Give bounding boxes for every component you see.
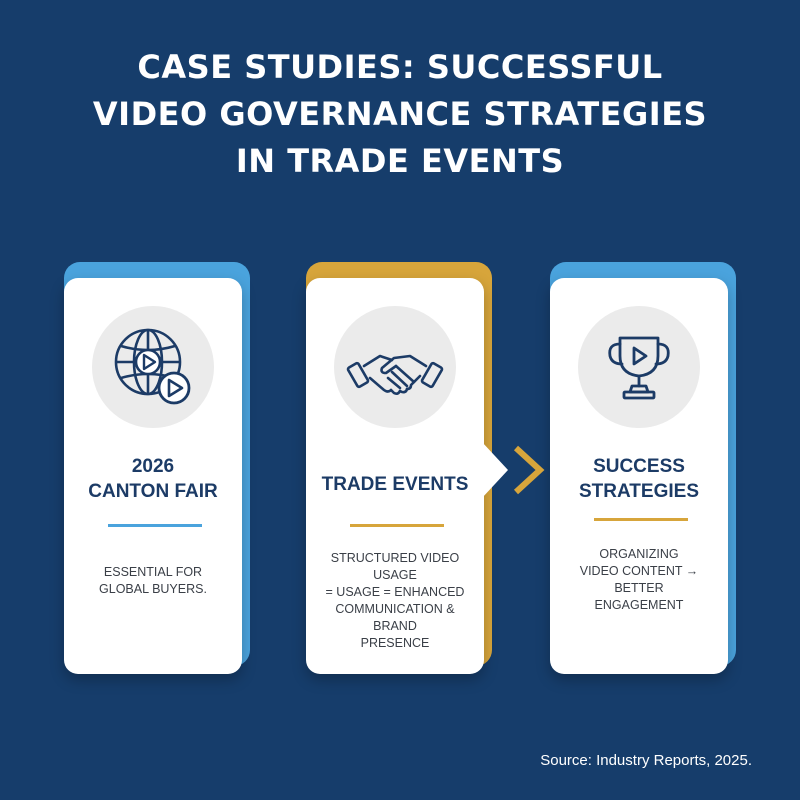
card-description-line: ESSENTIAL FOR xyxy=(103,565,203,579)
card-description-line: COMMUNICATION & BRAND xyxy=(335,602,455,633)
chevron-right-icon xyxy=(513,445,545,495)
card-body: TRADE EVENTS STRUCTURED VIDEO USAGE = US… xyxy=(306,278,484,674)
source-note: Source: Industry Reports, 2025. xyxy=(540,752,752,769)
card-title-line: 2026 xyxy=(131,456,175,477)
card-body: 2026 CANTON FAIR ESSENTIAL FOR GLOBAL BU… xyxy=(64,278,242,674)
card-description: ESSENTIAL FOR GLOBAL BUYERS. xyxy=(70,564,236,598)
card-description-line: BETTER xyxy=(614,581,664,595)
globe-play-icon xyxy=(114,328,191,405)
card-success-strategies: SUCCESS STRATEGIES ORGANIZING VIDEO CONT… xyxy=(550,262,736,682)
title-line-2: VIDEO GOVERNANCE STRATEGIES xyxy=(92,95,708,133)
handshake-icon xyxy=(346,354,444,395)
card-body: SUCCESS STRATEGIES ORGANIZING VIDEO CONT… xyxy=(550,278,728,674)
pointer-tab xyxy=(482,442,508,498)
card-description-line: ORGANIZING xyxy=(599,547,679,561)
card-description-line: PRESENCE xyxy=(360,636,430,650)
card-description: ORGANIZING VIDEO CONTENT → BETTER ENGAGE… xyxy=(556,546,722,614)
card-title: SUCCESS STRATEGIES xyxy=(556,454,722,504)
card-canton-fair: 2026 CANTON FAIR ESSENTIAL FOR GLOBAL BU… xyxy=(64,262,250,682)
card-description-line: ENGAGEMENT xyxy=(594,598,684,612)
trophy-play-icon xyxy=(608,336,670,400)
card-title-line: STRATEGIES xyxy=(579,481,699,502)
icon-circle xyxy=(578,306,700,428)
divider xyxy=(350,524,444,527)
card-title-line: SUCCESS xyxy=(593,456,685,477)
title-line-3: IN TRADE EVENTS xyxy=(235,142,565,180)
card-title: 2026 CANTON FAIR xyxy=(70,454,236,504)
page-title: CASE STUDIES: SUCCESSFUL VIDEO GOVERNANC… xyxy=(0,44,800,185)
card-trade-events: TRADE EVENTS STRUCTURED VIDEO USAGE = US… xyxy=(306,262,492,682)
card-description-line: = USAGE = ENHANCED xyxy=(325,585,465,599)
card-title-line: CANTON FAIR xyxy=(88,481,218,502)
icon-circle xyxy=(334,306,456,428)
card-title-line: TRADE EVENTS xyxy=(321,474,469,495)
icon-circle xyxy=(92,306,214,428)
divider xyxy=(594,518,688,521)
divider xyxy=(108,524,202,527)
card-description-line: GLOBAL BUYERS. xyxy=(99,582,207,596)
card-description-line: VIDEO CONTENT → xyxy=(579,564,699,578)
card-description-line: STRUCTURED VIDEO USAGE xyxy=(330,551,460,582)
card-description: STRUCTURED VIDEO USAGE = USAGE = ENHANCE… xyxy=(312,550,478,652)
card-title: TRADE EVENTS xyxy=(312,472,478,497)
title-line-1: CASE STUDIES: SUCCESSFUL xyxy=(137,48,663,86)
